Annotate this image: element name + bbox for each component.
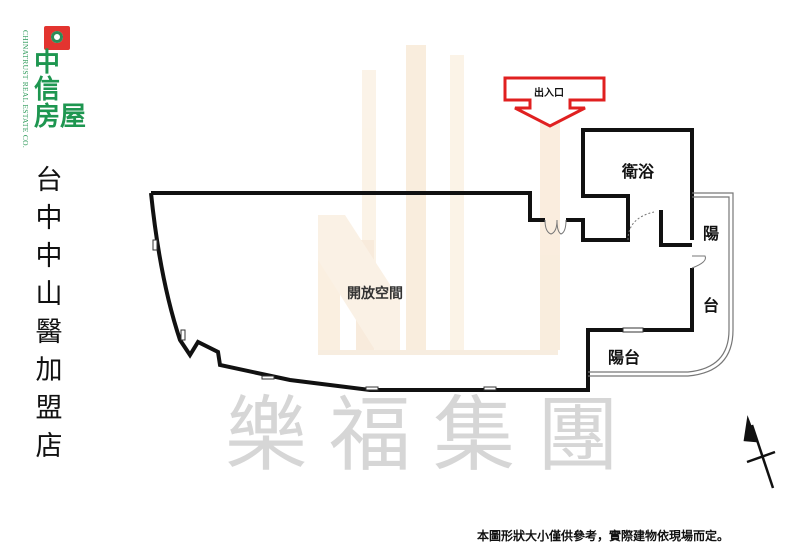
door-swings [544, 211, 706, 269]
balcony-outline [588, 192, 734, 377]
branch-char: 醫 [35, 317, 63, 348]
building-watermark-graphic [318, 45, 560, 355]
branch-char: 加 [35, 355, 63, 386]
branch-char: 盟 [35, 393, 63, 424]
branch-name-vertical: 台 中 中 山 醫 加 盟 店 [33, 162, 65, 466]
branch-char: 山 [35, 279, 63, 310]
company-logo: CHINATRUST REAL ESTATE CO. 中 信 房屋 [10, 18, 100, 148]
entrance-arrow [503, 76, 606, 128]
logo-cn-line2: 信 [34, 75, 61, 105]
logo-english-name: CHINATRUST REAL ESTATE CO. [21, 30, 30, 149]
window-marks [152, 239, 644, 391]
room-label-balcony-side-bottom: 台 [703, 296, 720, 315]
logo-cn-line1: 中 [34, 48, 61, 78]
branch-char: 台 [35, 165, 63, 196]
room-label-balcony-bottom: 陽台 [608, 348, 641, 367]
logo-emblem-icon [44, 26, 70, 50]
branch-char: 店 [35, 431, 63, 462]
room-label-open-space: 開放空間 [347, 286, 403, 302]
room-label-balcony-side-top: 陽 [703, 224, 720, 243]
room-label-bathroom: 衛浴 [622, 162, 655, 181]
logo-cn-line3: 房屋 [34, 102, 87, 132]
floor-plan-walls [149, 128, 694, 392]
branch-char: 中 [35, 203, 63, 234]
branch-char: 中 [35, 241, 63, 272]
company-watermark: 樂福集團 [225, 388, 642, 483]
north-arrow-icon [743, 415, 776, 489]
entrance-label: 出入口 [534, 88, 564, 99]
disclaimer-note: 本圖形狀大小僅供參考，實際建物依現場而定。 [477, 529, 730, 543]
